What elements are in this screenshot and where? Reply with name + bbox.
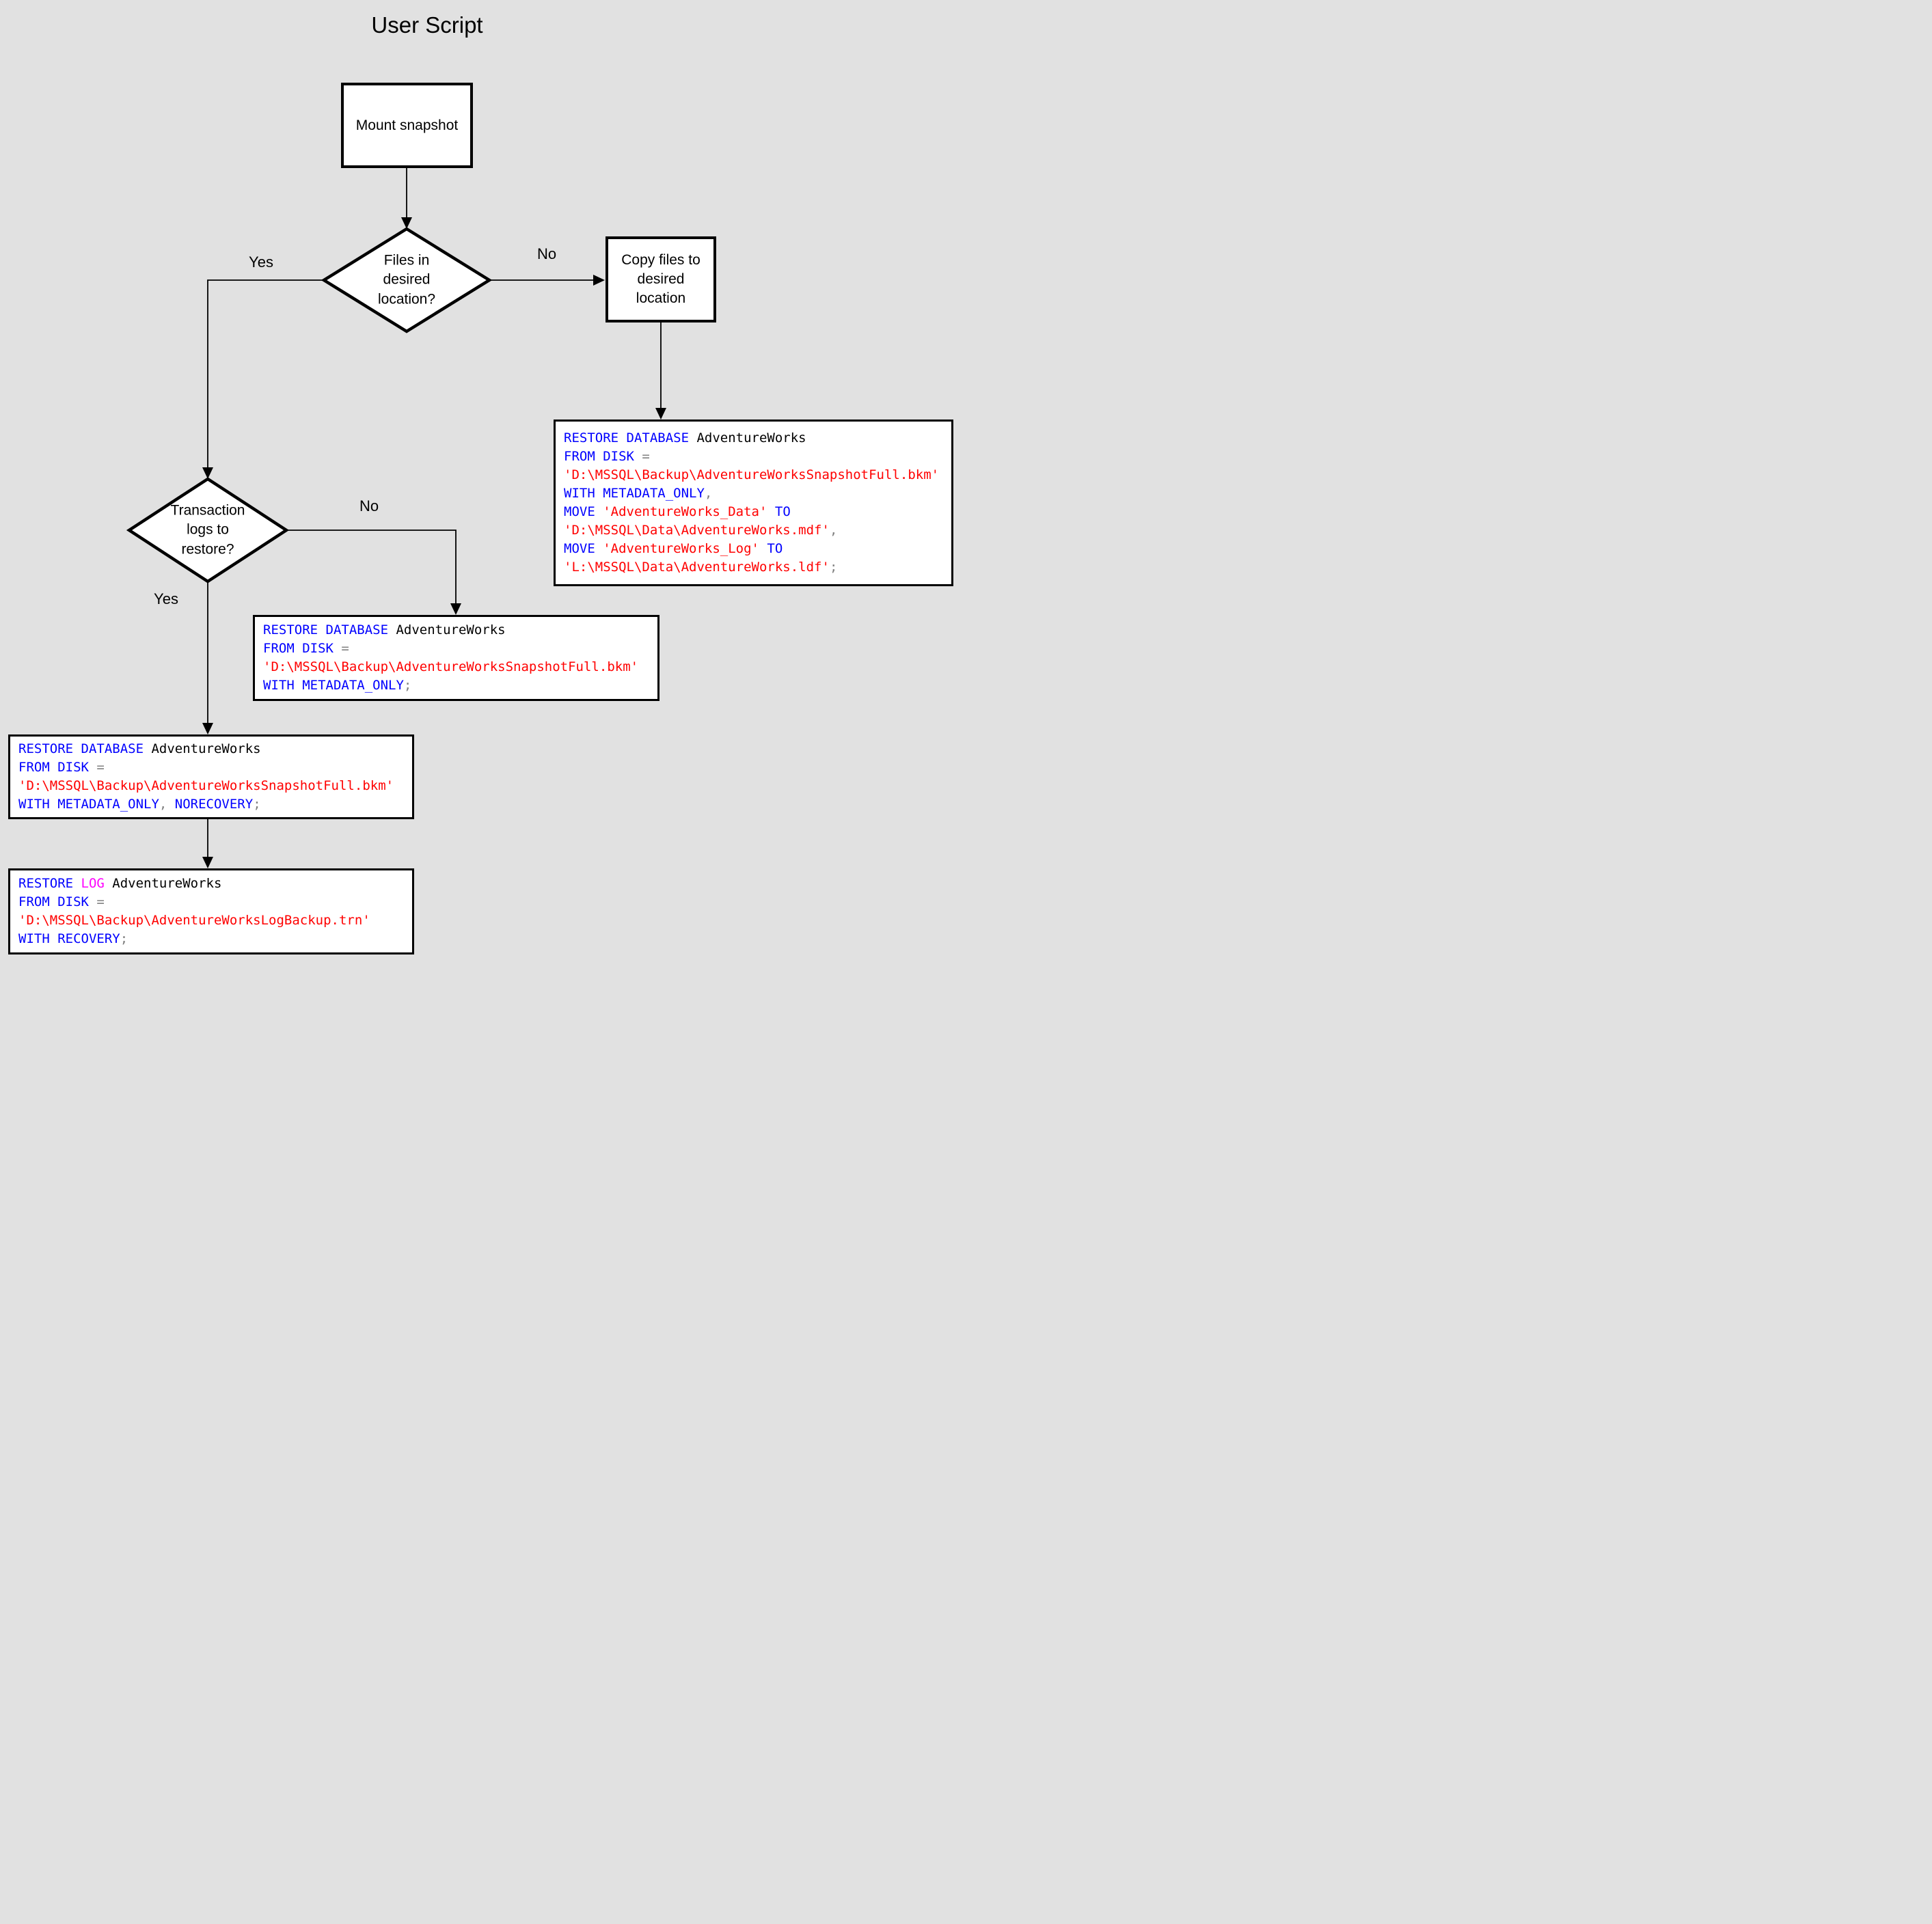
- arrowhead-restore-norecovery: [202, 723, 213, 734]
- code-line: MOVE 'AdventureWorks_Data' TO: [564, 504, 791, 519]
- diagram-title: User Script: [371, 12, 483, 38]
- code-line: WITH METADATA_ONLY, NORECOVERY;: [18, 797, 261, 812]
- arrowhead-logs-decision: [202, 467, 213, 479]
- code-line: FROM DISK =: [263, 641, 349, 656]
- node-logs-decision-shape: [126, 477, 290, 583]
- node-files-decision-label: Files in desired location?: [377, 252, 436, 307]
- code-line: 'D:\MSSQL\Backup\AdventureWorksSnapshotF…: [18, 778, 394, 793]
- edge-label-logs-yes: Yes: [154, 590, 178, 607]
- code-line: RESTORE DATABASE AdventureWorks: [263, 622, 506, 637]
- code-line: 'D:\MSSQL\Data\AdventureWorks.mdf',: [564, 523, 838, 538]
- edge-files-yes-to-logs-decision: [207, 279, 324, 467]
- node-mount-snapshot-label: Mount snapshot: [355, 117, 459, 133]
- code-line: FROM DISK =: [18, 894, 105, 909]
- node-copy-files: Copy files to desired location: [606, 236, 716, 322]
- code-line: 'D:\MSSQL\Backup\AdventureWorksLogBackup…: [18, 913, 370, 928]
- code-line: 'L:\MSSQL\Data\AdventureWorks.ldf';: [564, 560, 838, 575]
- code-line: RESTORE DATABASE AdventureWorks: [18, 741, 261, 756]
- code-line: WITH METADATA_ONLY;: [263, 678, 412, 693]
- code-line: RESTORE DATABASE AdventureWorks: [564, 430, 806, 445]
- code-line: FROM DISK =: [564, 449, 650, 464]
- edge-label-files-yes: Yes: [249, 253, 273, 271]
- node-copy-files-label: Copy files to desired location: [621, 252, 700, 306]
- code-line: 'D:\MSSQL\Backup\AdventureWorksSnapshotF…: [263, 659, 639, 674]
- code-line: WITH METADATA_ONLY,: [564, 486, 713, 501]
- arrowhead-files-decision: [401, 217, 412, 229]
- node-logs-decision-label: Transaction logs to restore?: [170, 502, 245, 558]
- flowchart-canvas: User Script Mount snapshot Copy files to…: [0, 0, 966, 962]
- code-line: 'D:\MSSQL\Backup\AdventureWorksSnapshotF…: [564, 467, 940, 482]
- arrowhead-restore-log: [202, 857, 213, 868]
- code-line: MOVE 'AdventureWorks_Log' TO: [564, 541, 783, 556]
- code-line: FROM DISK =: [18, 760, 105, 775]
- arrowhead-restore-move: [655, 408, 666, 420]
- code-line: RESTORE LOG AdventureWorks: [18, 876, 222, 891]
- edge-label-files-no: No: [536, 245, 557, 262]
- arrowhead-copy: [593, 275, 605, 286]
- flowchart-wires: [126, 168, 666, 868]
- code-line: WITH RECOVERY;: [18, 931, 128, 946]
- node-mount-snapshot: Mount snapshot: [341, 83, 473, 168]
- node-files-decision-shape: [321, 227, 493, 333]
- edge-logs-no-to-restore-metadata: [286, 530, 457, 603]
- edge-label-logs-no: No: [359, 497, 379, 514]
- arrowhead-restore-metadata: [450, 603, 461, 615]
